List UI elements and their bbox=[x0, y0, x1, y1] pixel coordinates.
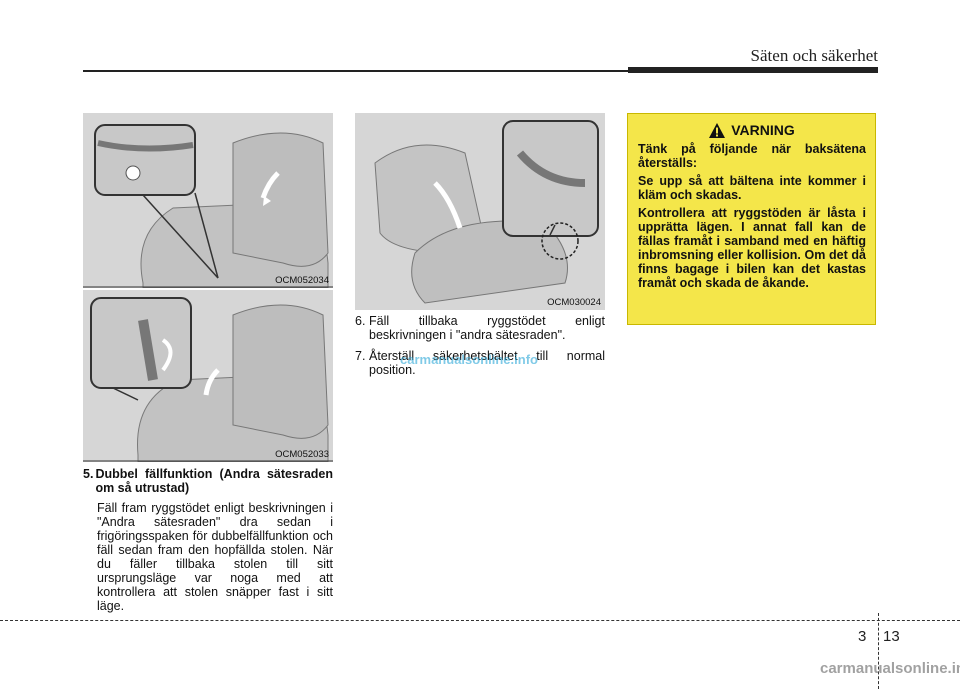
figure-ocm030024: OCM030024 bbox=[355, 113, 605, 310]
step-5: 5. Dubbel fällfunktion (Andra sätesraden… bbox=[83, 467, 333, 613]
step-title: Dubbel fällfunktion (Andra sätesraden om… bbox=[95, 467, 333, 495]
footer-vertical-dashed-rule bbox=[878, 613, 879, 689]
chapter-number: 3 bbox=[858, 628, 867, 645]
section-title: Säten och säkerhet bbox=[750, 46, 878, 65]
figure-code: OCM030024 bbox=[547, 297, 601, 308]
step-number: 6. bbox=[355, 314, 366, 328]
site-watermark: carmanualsonline.info bbox=[820, 660, 960, 677]
warning-paragraph: Se upp så att bältena inte kommer i kläm… bbox=[638, 174, 866, 202]
warning-box: VARNING Tänk på följande när baksätena å… bbox=[627, 113, 876, 325]
seat-fold-illustration-2 bbox=[83, 290, 333, 462]
figure-ocm052033: OCM052033 bbox=[83, 290, 333, 462]
header-rule-thick bbox=[628, 67, 878, 73]
warning-paragraph: Tänk på följande när baksätena återställ… bbox=[638, 142, 866, 170]
warning-title: VARNING bbox=[731, 122, 795, 138]
step-5-heading: 5. Dubbel fällfunktion (Andra sätesraden… bbox=[83, 467, 333, 495]
warning-paragraph: Kontrollera att ryggstöden är låsta i up… bbox=[638, 206, 866, 290]
footer-dashed-rule bbox=[0, 620, 960, 621]
step-text: Fäll tillbaka ryggstödet enligt beskrivn… bbox=[369, 314, 605, 342]
step-7: 7. Återställ säkerhetsbältet till normal… bbox=[355, 349, 605, 377]
warning-triangle-icon bbox=[709, 122, 726, 138]
figure-code: OCM052034 bbox=[275, 275, 329, 286]
step-text: Återställ säkerhetsbältet till normal po… bbox=[369, 349, 605, 377]
inline-watermark: carmanualsonline.info bbox=[400, 352, 538, 367]
step-number: 7. bbox=[355, 349, 366, 363]
seat-restore-illustration bbox=[355, 113, 605, 310]
step-5-body: Fäll fram ryggstödet enligt beskrivninge… bbox=[97, 501, 333, 613]
step-number: 5. bbox=[83, 467, 94, 481]
figure-ocm052034: OCM052034 bbox=[83, 113, 333, 288]
step-6: 6. Fäll tillbaka ryggstödet enligt beskr… bbox=[355, 314, 605, 342]
page-number: 13 bbox=[883, 628, 900, 645]
header-rule bbox=[83, 70, 628, 72]
seat-fold-illustration-1 bbox=[83, 113, 333, 288]
figure-code: OCM052033 bbox=[275, 449, 329, 460]
warning-header: VARNING bbox=[638, 122, 866, 138]
